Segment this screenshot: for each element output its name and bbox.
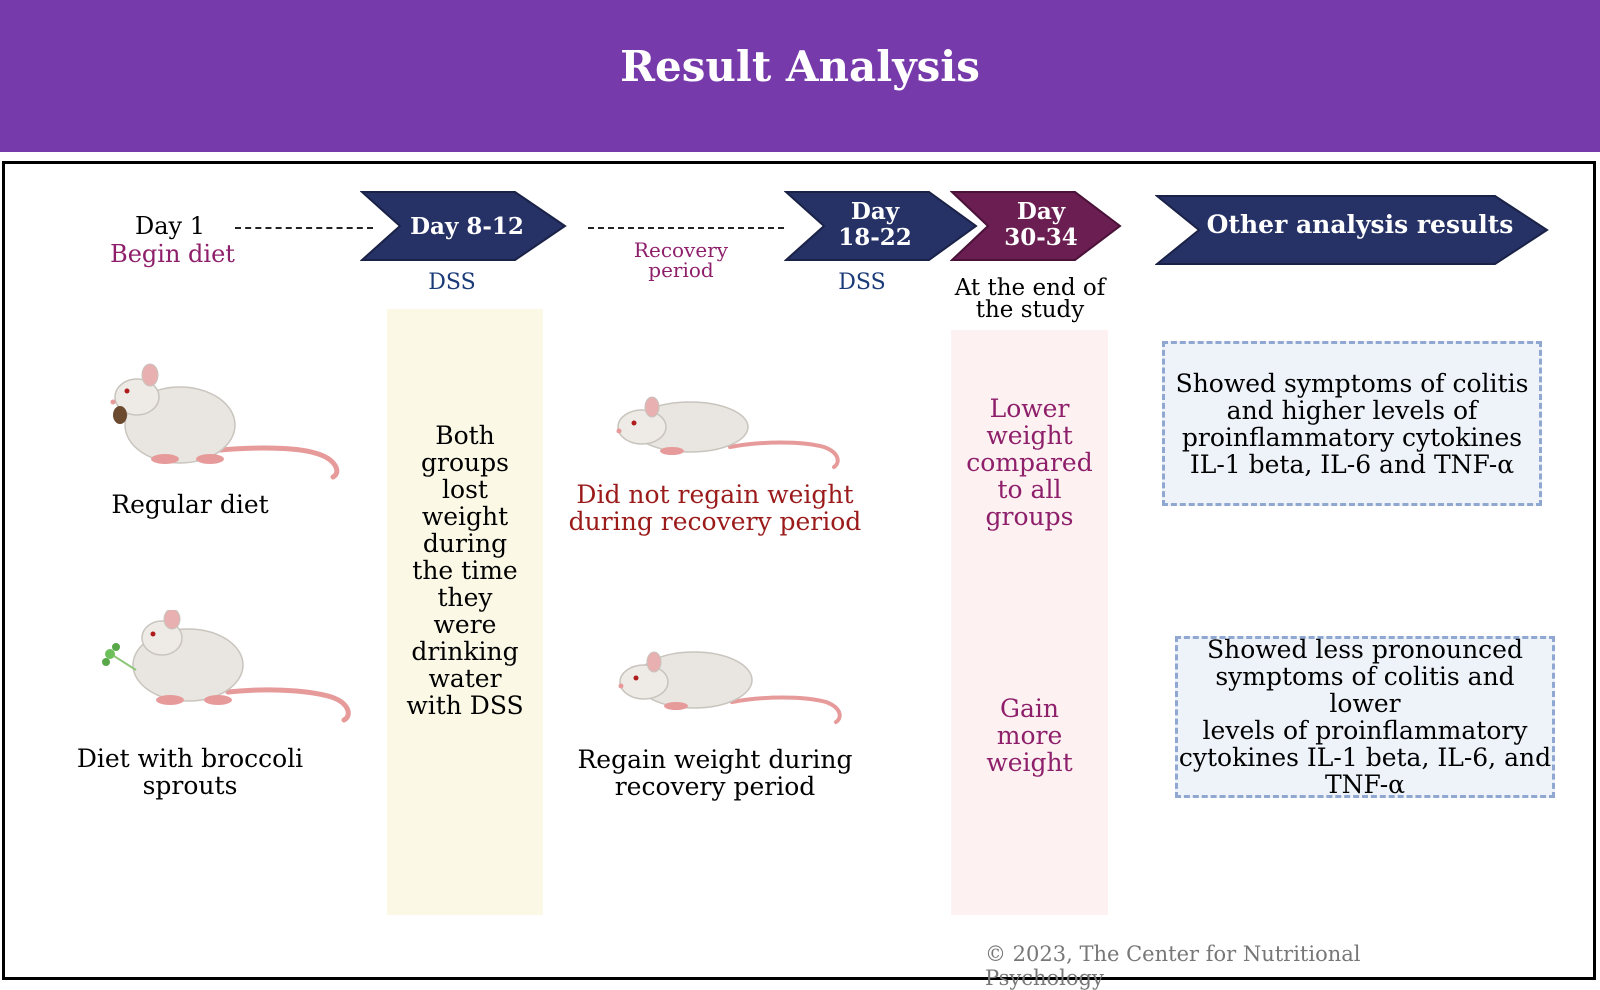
diagram-frame [2,161,1596,980]
recovery-regular-result: Did not regain weight during recovery pe… [568,480,862,536]
mouse-icon [618,651,842,724]
timeline-connector-1 [235,227,373,229]
group-regular-label: Regular diet [111,490,269,519]
end-result-broccoli: Gain more weight [986,694,1073,777]
arrow-day-30-34 [950,191,1122,261]
page-title: Result Analysis [620,42,980,91]
end-of-study-band [951,330,1108,915]
arrow-day-18-22 [784,191,978,261]
group-broccoli-label: Diet with broccoli sprouts [76,744,304,800]
recovery-broccoli-result: Regain weight during recovery period [577,745,853,801]
recovery-period-label: Recovery period [633,238,729,282]
arrow-day-18-22-label: Day 18-22 [838,198,912,251]
mouse-eating-icon [110,363,340,480]
arrow-other-results [1155,195,1549,265]
begin-diet-label: Begin diet [110,240,235,268]
header-banner: Result Analysis [0,0,1600,152]
dss-effect-band [387,309,543,915]
arrow-day-8-12-label: Day 8-12 [410,213,524,240]
dss-effect-text: Both groups lost weight during the time … [406,421,524,720]
arrow-day-8-12 [360,191,567,261]
day1-label: Day 1 [134,212,205,240]
end-result-regular: Lower weight compared to all groups [966,394,1093,531]
other-result-broccoli-box: Showed less pronounced symptoms of colit… [1175,636,1555,798]
mouse-icon [616,396,840,469]
dss-label-2: DSS [838,270,886,295]
copyright-notice: © 2023, The Center for Nutritional Psych… [985,942,1361,990]
arrow-day-30-34-label: Day 30-34 [1004,198,1078,251]
dss-label-1: DSS [428,270,476,295]
end-of-study-label: At the end of the study [954,275,1106,323]
arrow-other-results-label: Other analysis results [1206,210,1514,239]
timeline-connector-2 [588,227,784,229]
other-result-regular-box: Showed symptoms of colitis and higher le… [1162,341,1542,506]
mouse-eating-broccoli-icon [102,610,351,723]
